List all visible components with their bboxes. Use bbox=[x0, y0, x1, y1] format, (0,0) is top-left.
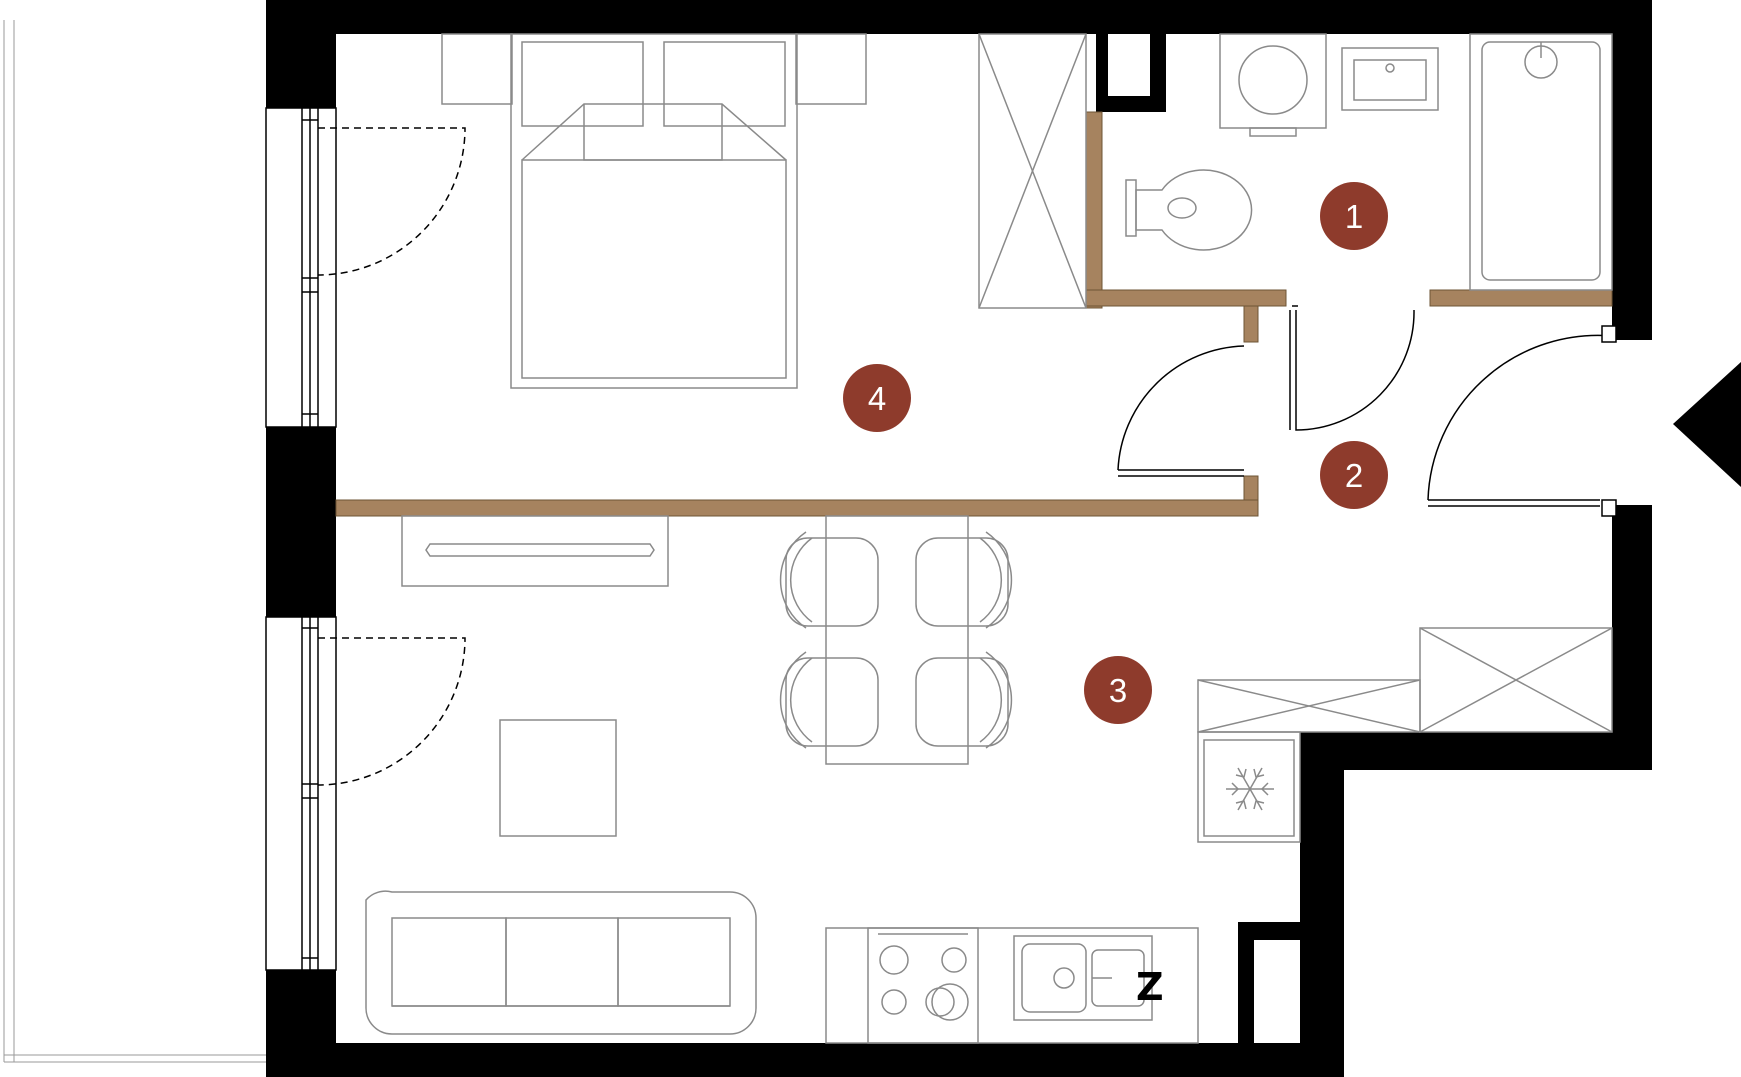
wall-left-upper bbox=[266, 0, 336, 108]
window-bedroom bbox=[265, 107, 337, 428]
nightstand-left bbox=[441, 33, 513, 105]
washbasin bbox=[1341, 47, 1439, 111]
bathroom-fixtures bbox=[1125, 33, 1613, 291]
entrance-arrow-icon bbox=[1673, 362, 1741, 487]
svg-text:3: 3 bbox=[1109, 672, 1127, 709]
kitchen-cabinet bbox=[1419, 627, 1613, 733]
nightstand-right bbox=[795, 33, 867, 105]
coffee-table bbox=[499, 719, 617, 837]
balcony bbox=[3, 20, 266, 1063]
bedroom-door bbox=[1117, 345, 1245, 471]
pillow-left bbox=[521, 41, 644, 127]
hob bbox=[867, 927, 979, 1044]
pillow-right bbox=[663, 41, 786, 127]
wall-left-middle bbox=[266, 427, 336, 617]
room-badge-2[interactable]: 2 bbox=[1320, 441, 1388, 509]
partition-bath-south-a bbox=[1085, 289, 1287, 307]
balcony-door-swings bbox=[317, 127, 466, 786]
doors bbox=[1117, 305, 1617, 517]
wall-step-horizontal bbox=[1300, 732, 1652, 770]
svg-text:4: 4 bbox=[868, 380, 886, 417]
tv-stand bbox=[401, 515, 669, 587]
interior-partitions bbox=[335, 111, 1613, 517]
windows bbox=[265, 107, 337, 971]
shaft-bottom bbox=[1238, 922, 1300, 1045]
living-furniture bbox=[365, 515, 1613, 1044]
entrance-door bbox=[1427, 334, 1613, 501]
toilet bbox=[1125, 179, 1137, 237]
shaft-top bbox=[1096, 30, 1166, 112]
snowflake-icon bbox=[1226, 767, 1274, 811]
partition-stub-lower bbox=[1243, 475, 1259, 501]
svg-text:2: 2 bbox=[1345, 457, 1363, 494]
dining-chairs bbox=[779, 531, 1013, 749]
room-badge-1[interactable]: 1 bbox=[1320, 182, 1388, 250]
tv bbox=[425, 543, 655, 557]
window-living bbox=[265, 616, 337, 971]
kitchen-marker: Z bbox=[1136, 965, 1164, 1009]
room-badge-3[interactable]: 3 bbox=[1084, 656, 1152, 724]
wall-right-upper bbox=[1612, 0, 1652, 340]
partition-bath-south-b bbox=[1429, 289, 1613, 307]
bedroom-furniture bbox=[441, 33, 1087, 389]
wall-step-vertical bbox=[1300, 732, 1344, 1077]
svg-text:1: 1 bbox=[1345, 198, 1363, 235]
sink bbox=[1013, 935, 1153, 1021]
wall-right-lower bbox=[1612, 505, 1652, 770]
sofa bbox=[365, 890, 757, 1035]
partition-bedroom-living bbox=[335, 499, 1259, 517]
kitchen-counter bbox=[825, 927, 1199, 1044]
wall-bottom bbox=[266, 1043, 1344, 1077]
room-badges: 1 2 3 4 bbox=[843, 182, 1388, 724]
wall-top bbox=[266, 0, 1652, 34]
bed bbox=[510, 33, 798, 389]
dining-table bbox=[825, 515, 969, 765]
duvet bbox=[521, 159, 787, 379]
partition-bath-west bbox=[1085, 111, 1103, 309]
partition-stub bbox=[1243, 305, 1259, 343]
exterior-walls bbox=[266, 0, 1652, 1077]
bathtub bbox=[1469, 33, 1613, 291]
wardrobe bbox=[978, 33, 1087, 309]
room-badge-4[interactable]: 4 bbox=[843, 364, 911, 432]
